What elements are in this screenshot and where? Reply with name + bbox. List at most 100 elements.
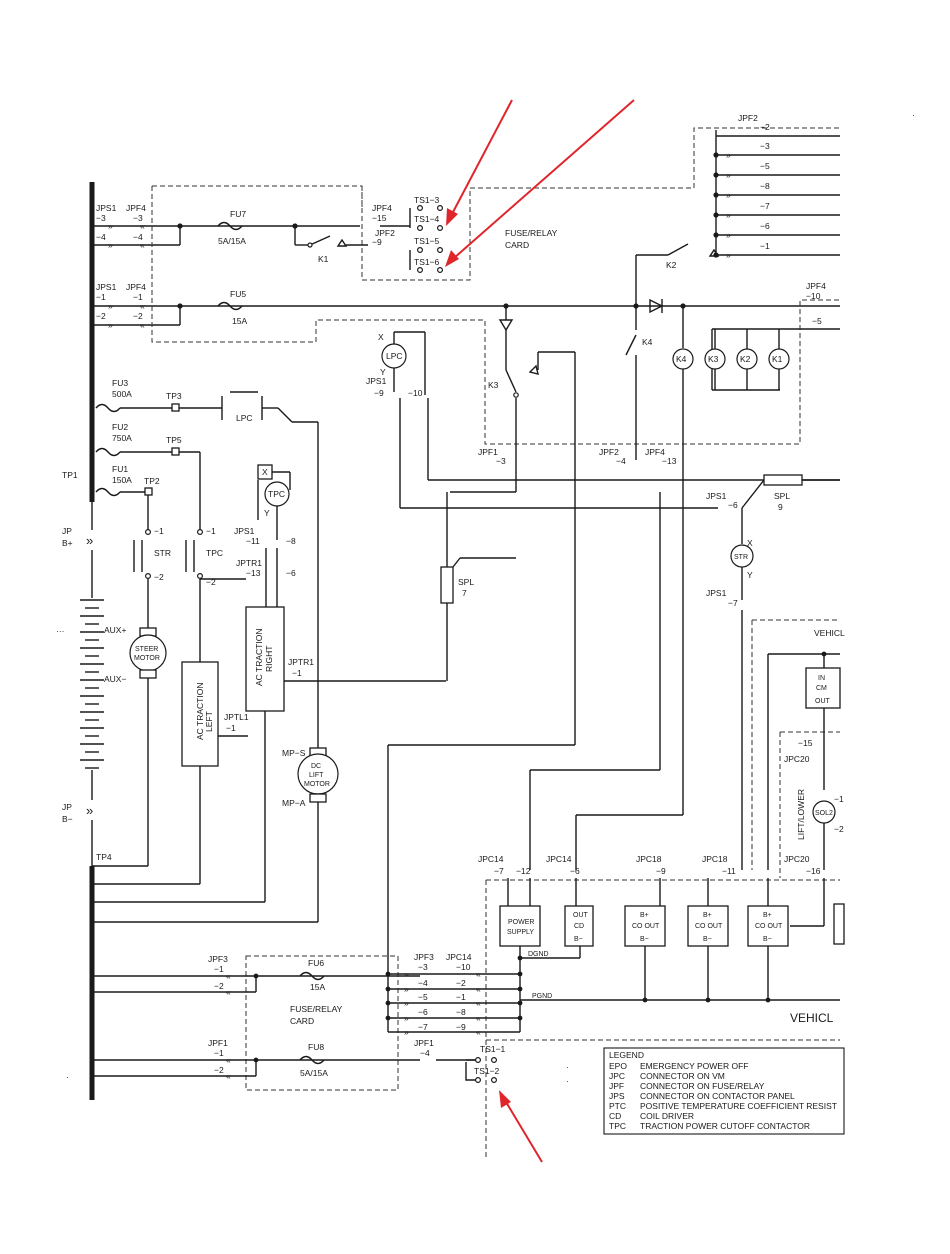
jpc18-a-label: JPC18	[636, 854, 662, 864]
svg-text:«: «	[226, 987, 231, 997]
fu6-fuse: FU6 15A	[299, 958, 325, 992]
out-cd-b: B−	[574, 936, 583, 943]
co2-bplus: B+	[703, 912, 712, 919]
bottom-card-label-1: FUSE/RELAY	[290, 1004, 343, 1014]
tpc-pin-2: −2	[206, 577, 216, 587]
jpf4-b-pin-1: −1	[133, 292, 143, 302]
jpf4-b-pin-2: −2	[133, 311, 143, 321]
legend-title: LEGEND	[609, 1050, 644, 1060]
b-minus-label: B−	[62, 814, 73, 824]
jpc18-a-pin: −9	[656, 866, 666, 876]
spl7-num: 7	[462, 588, 467, 598]
legend-desc-cd: COIL DRIVER	[640, 1111, 694, 1121]
co3-bminus: B−	[763, 936, 772, 943]
pgnd-label: PGND	[532, 993, 552, 1000]
fu6-label: FU6	[308, 958, 324, 968]
lpc-x: X	[378, 332, 384, 342]
tpc-contact: −1 TPC −2	[185, 526, 246, 662]
jpf2-pin-5: −5	[760, 161, 770, 171]
ts1-3-label: TS1−3	[414, 195, 440, 205]
jpf2-pin-1: −1	[760, 241, 770, 251]
jpf2-ts-label: JPF2	[375, 228, 395, 238]
power-supply-box	[499, 905, 541, 947]
sol2-pin-2: −2	[834, 824, 844, 834]
jpf1-left-pin-1: −1	[214, 1048, 224, 1058]
jpf2-pin-8: −8	[760, 181, 770, 191]
jptr1-b-label: JPTR1	[288, 657, 314, 667]
lpc-y: Y	[380, 367, 386, 377]
spl-7: SPL 7	[440, 492, 516, 681]
str-jps1-a: JPS1	[706, 491, 727, 501]
power-supply-l1: POWER	[508, 919, 534, 926]
jpf4-mid-label: JPF4	[645, 447, 665, 457]
str-contact: −1 STR −2	[133, 526, 171, 630]
k3-contact-label: K3	[488, 380, 499, 390]
tp5-label: TP5	[166, 435, 182, 445]
jps1-b-pin-2: −2	[96, 311, 106, 321]
fu5-rating: 15A	[232, 316, 247, 326]
jpc18-b-label: JPC18	[702, 854, 728, 864]
ts1-1-label: TS1−1	[480, 1044, 506, 1054]
dc-lift-l1: DC	[311, 763, 321, 770]
jpf2-right-label: JPF2	[738, 113, 758, 123]
jpf2-pin-6: −6	[760, 221, 770, 231]
jp-minus-label: JP	[62, 802, 72, 812]
steer-motor-l1: STEER	[135, 646, 158, 653]
ac-traction-right: AC TRACTION RIGHT JPTR1 −1	[245, 606, 446, 902]
jptr1-pin-13: −13	[246, 568, 261, 578]
k1-coil-label: K1	[772, 354, 783, 364]
jpf2-pin-2: −2	[760, 122, 770, 132]
svg-text:»: »	[726, 210, 731, 220]
jpf4-mid-pin: −13	[662, 456, 677, 466]
jpc14-r-pin-1: −1	[456, 992, 466, 1002]
svg-text:»: »	[404, 969, 409, 979]
mp-a: MP−A	[282, 798, 306, 808]
ts1-5-label: TS1−5	[414, 236, 440, 246]
b-plus-label: B+	[62, 538, 73, 548]
k2-coil-label: K2	[740, 354, 751, 364]
lpc-pin-9: −9	[374, 388, 384, 398]
ts1-bottom-terminals: JPF1 −4 TS1−1 TS1−2	[414, 1038, 506, 1083]
jpc18-b-pin: −11	[722, 866, 736, 876]
svg-text:»: »	[726, 150, 731, 160]
svg-text:»: »	[86, 533, 93, 548]
dgnd-label: DGND	[528, 951, 549, 958]
sol2-pin-1: −1	[834, 794, 844, 804]
top-card-label-2: CARD	[505, 240, 529, 250]
ac-left-label2: LEFT	[204, 711, 214, 732]
jps1-a-label: JPS1	[96, 203, 117, 213]
svg-text:···: ···	[56, 626, 65, 636]
jpf3-r-pin-4: −4	[418, 978, 428, 988]
svg-text:«: «	[476, 1027, 481, 1037]
vm-top-title: VEHICL	[814, 628, 845, 638]
jpf3-r-pin-5: −5	[418, 992, 428, 1002]
jpf2-mid-label: JPF2	[599, 447, 619, 457]
k4-coil-label: K4	[676, 354, 687, 364]
svg-text:»: »	[404, 1027, 409, 1037]
ac-right-label2: RIGHT	[264, 646, 274, 672]
tpc-coil-label: TPC	[268, 489, 285, 499]
ts1-6-label: TS1−6	[414, 257, 440, 267]
jpf1-left: JPF1 −1 −2 ««	[92, 1038, 420, 1081]
in-cm-in: IN	[818, 675, 825, 682]
str-label: STR	[154, 548, 171, 558]
ac-right-label: AC TRACTION	[254, 629, 264, 686]
tpc-contact-label: TPC	[206, 548, 223, 558]
legend-abbr-cd: CD	[609, 1111, 621, 1121]
svg-text:·: ·	[912, 110, 915, 120]
str-pin-2: −2	[154, 572, 164, 582]
fu2-rating: 750A	[112, 433, 132, 443]
jpf3-r-pin-6: −6	[418, 1007, 428, 1017]
top-card-label-1: FUSE/RELAY	[505, 228, 558, 238]
fu2-label: FU2	[112, 422, 128, 432]
jpf1-top-pin: −3	[496, 456, 506, 466]
fu8-label: FU8	[308, 1042, 324, 1052]
fu1-rating: 150A	[112, 475, 132, 485]
jpf1-right-pin: −4	[420, 1048, 430, 1058]
fu3-rating: 500A	[112, 389, 132, 399]
svg-text:»: »	[404, 998, 409, 1008]
co2-coout: CO OUT	[695, 923, 723, 930]
tpc-pin-1: −1	[206, 526, 216, 536]
co2-bminus: B−	[703, 936, 712, 943]
